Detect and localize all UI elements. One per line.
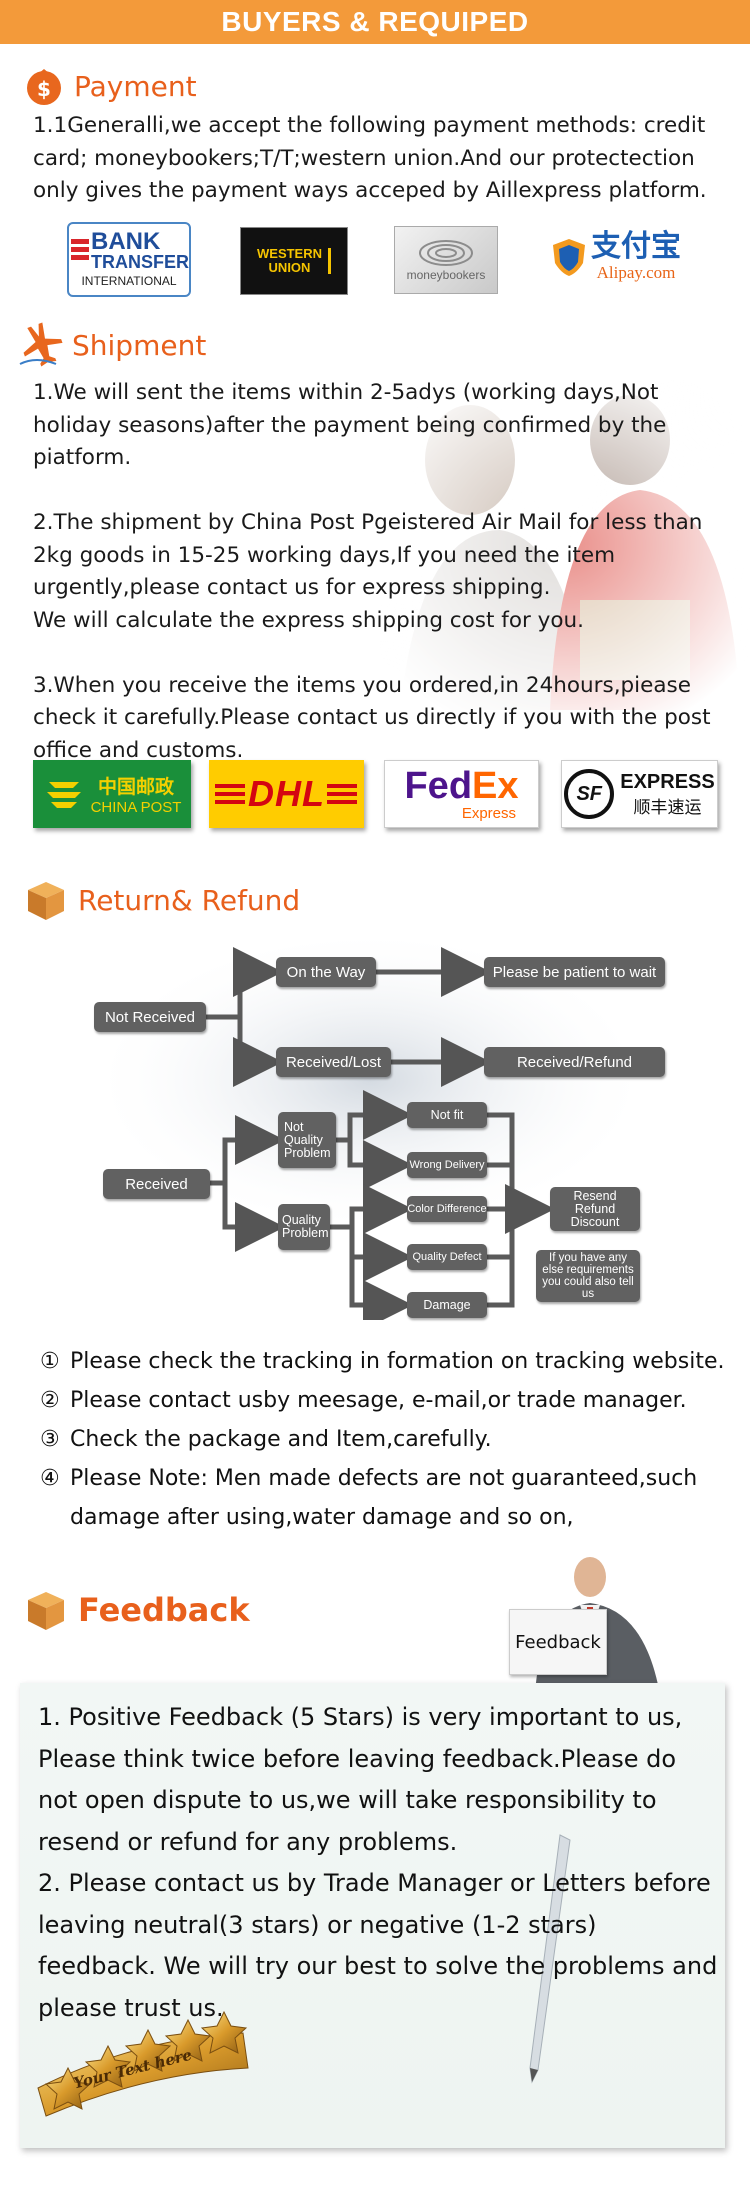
money-bag-icon: $ xyxy=(27,69,61,105)
sf-express-logo: SF EXPRESS 顺丰速运 xyxy=(561,760,718,828)
note-text: Please check the tracking in formation o… xyxy=(70,1349,725,1374)
sf-en: EXPRESS xyxy=(620,770,715,793)
alipay-en: Alipay.com xyxy=(596,263,676,282)
delivery-photo-background xyxy=(380,380,750,710)
flow-not-fit: Not fit xyxy=(407,1102,487,1128)
flow-resend-refund-discount: Resend Refund Discount xyxy=(550,1187,640,1231)
feedback-sign: Feedback xyxy=(509,1609,607,1675)
businessman-illustration: Feedback xyxy=(495,1555,675,1695)
note-number: ④ xyxy=(40,1466,60,1491)
airplane-icon xyxy=(19,322,63,367)
flow-color-difference: Color Difference xyxy=(407,1196,487,1222)
flow-not-quality-problem: Not Quality Problem xyxy=(278,1112,336,1168)
flow-any-else: If you have any else requirements you co… xyxy=(536,1250,640,1302)
flow-be-patient: Please be patient to wait xyxy=(484,957,665,987)
refund-note-1: ① Please check the tracking in formation… xyxy=(40,1342,740,1381)
refund-heading: Return& Refund xyxy=(24,878,300,922)
china-post-en: CHINA POST xyxy=(90,799,182,816)
flow-damage: Damage xyxy=(407,1292,487,1318)
china-post-logo: 中国邮政 CHINA POST xyxy=(33,760,191,828)
flow-wrong-delivery: Wrong Delivery xyxy=(407,1152,487,1178)
refund-note-3: ③ Check the package and Item,carefully. xyxy=(40,1420,740,1459)
feedback-text: 1. Positive Feedback (5 Stars) is very i… xyxy=(38,1697,718,2029)
shipment-text: 1.We will sent the items within 2-5adys … xyxy=(33,377,733,767)
note-number: ② xyxy=(40,1388,60,1413)
dhl-text: DHL xyxy=(248,773,325,814)
feedback-heading: Feedback xyxy=(24,1588,250,1632)
refund-note-4-continued: damage after using,water damage and so o… xyxy=(70,1505,574,1530)
refund-title: Return& Refund xyxy=(78,883,301,917)
bank-logo-line1: BANK xyxy=(91,227,161,255)
moneybookers-name: moneybookers xyxy=(406,268,486,282)
fedex-ex: Ex xyxy=(472,764,519,807)
western-union-line1: WESTERN xyxy=(257,246,322,261)
sf-cn: 顺丰速运 xyxy=(633,797,702,818)
payment-title: Payment xyxy=(74,69,197,103)
flow-received-refund: Received/Refund xyxy=(484,1047,665,1077)
flow-quality-problem: Quality Problem xyxy=(278,1204,330,1250)
fedex-fed: Fed xyxy=(404,764,473,807)
feedback-paragraph-1: 1. Positive Feedback (5 Stars) is very i… xyxy=(38,1703,683,1856)
bank-logo-line2: TRANSFER xyxy=(91,251,189,272)
western-union-line2: UNION xyxy=(268,260,311,275)
alipay-logo: 支付宝 Alipay.com xyxy=(534,222,694,292)
page-banner: BUYERS & REQUIPED xyxy=(0,0,750,44)
note-number: ① xyxy=(40,1349,60,1374)
gold-star-badge: Your Text here xyxy=(28,1998,253,2118)
bank-logo-line3: INTERNATIONAL xyxy=(81,273,177,288)
flow-on-the-way: On the Way xyxy=(276,957,376,987)
package-box-icon xyxy=(28,882,64,920)
payment-heading: $ Payment xyxy=(24,66,197,106)
dhl-logo: DHL xyxy=(209,760,364,828)
flow-quality-defect: Quality Defect xyxy=(407,1244,487,1270)
gold-stars-icon xyxy=(37,2010,249,2117)
flow-received-lost: Received/Lost xyxy=(276,1047,391,1077)
shipment-heading: Shipment xyxy=(16,320,206,370)
refund-flowchart: Not Received On the Way Please be patien… xyxy=(0,940,750,1320)
moneybookers-logo: moneybookers xyxy=(394,226,498,294)
feedback-box-icon xyxy=(28,1592,64,1630)
pen-icon xyxy=(529,1834,571,2084)
shipment-paragraph-4: 3.When you receive the items you ordered… xyxy=(33,672,711,763)
alipay-cn: 支付宝 xyxy=(591,229,681,264)
shipment-title: Shipment xyxy=(72,328,207,362)
bank-transfer-logo: BANK TRANSFER INTERNATIONAL xyxy=(67,222,191,297)
refund-note-4: ④ Please Note: Men made defects are not … xyxy=(40,1459,740,1498)
feedback-title: Feedback xyxy=(78,1591,250,1629)
note-text: Check the package and Item,carefully. xyxy=(70,1427,492,1452)
moneybookers-fingerprint-icon xyxy=(419,240,473,266)
note-number: ③ xyxy=(40,1427,60,1452)
alipay-shield-icon xyxy=(553,239,585,276)
feedback-paragraph-2: 2. Please contact us by Trade Manager or… xyxy=(38,1869,718,2022)
shipment-paragraph-3: We will calculate the express shipping c… xyxy=(33,607,584,633)
western-union-logo: WESTERN UNION xyxy=(240,227,348,295)
payment-text: 1.1Generalli,we accept the following pay… xyxy=(33,113,707,203)
shipment-paragraph-1: 1.We will sent the items within 2-5adys … xyxy=(33,380,667,470)
svg-text:$: $ xyxy=(37,77,51,101)
note-text: Please Note: Men made defects are not gu… xyxy=(70,1466,698,1491)
flowchart-arrows xyxy=(110,940,630,1320)
refund-notes: ① Please check the tracking in formation… xyxy=(40,1342,740,1537)
dhl-stripes-icon xyxy=(215,784,357,804)
sf-mark: SF xyxy=(564,769,615,819)
china-post-cn: 中国邮政 xyxy=(97,776,174,798)
fedex-sub: Express xyxy=(461,804,516,822)
bank-stripes-icon xyxy=(71,238,89,260)
flow-not-received: Not Received xyxy=(94,1002,206,1032)
refund-note-2: ② Please contact usby meesage, e-mail,or… xyxy=(40,1381,740,1420)
shipment-paragraph-2: 2.The shipment by China Post Pgeistered … xyxy=(33,510,703,600)
flow-received: Received xyxy=(103,1169,210,1199)
note-text: Please contact usby meesage, e-mail,or t… xyxy=(70,1388,687,1413)
china-post-emblem-icon xyxy=(46,782,81,808)
fedex-logo: FedEx Express xyxy=(384,760,539,828)
